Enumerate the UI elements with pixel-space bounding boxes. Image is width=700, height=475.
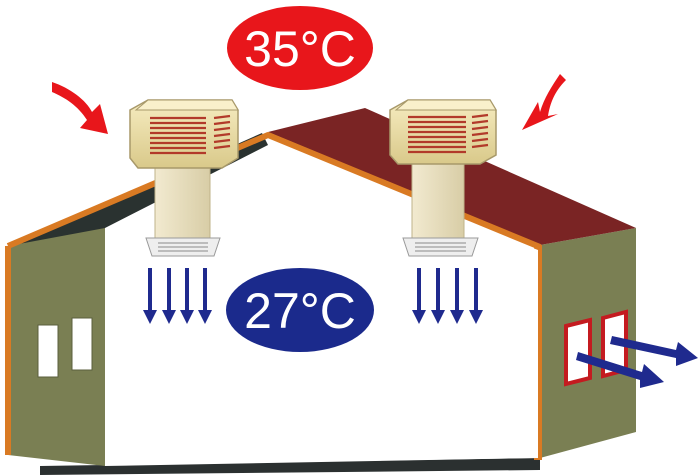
down-arrow-icon: [450, 268, 464, 324]
exhaust-arrow-icon: [610, 336, 698, 366]
exhaust-arrows: [576, 336, 698, 388]
air-cooler-right: [389, 99, 497, 257]
outside-temperature-label: 35°C: [244, 21, 356, 77]
window: [37, 324, 59, 378]
heat-arrow-right: [522, 74, 566, 130]
inside-temperature-label: 27°C: [244, 283, 356, 339]
heat-arrow-left: [52, 82, 108, 134]
floor: [40, 458, 540, 475]
duct: [154, 161, 211, 239]
outside-temperature-badge: 35°C: [227, 6, 373, 90]
duct: [411, 155, 465, 241]
inside-temperature-badge: 27°C: [226, 268, 374, 352]
down-arrow-icon: [198, 268, 212, 324]
down-arrow-icon: [180, 268, 194, 324]
curved-arrow-icon: [522, 74, 566, 130]
cooler-vents: [408, 113, 489, 154]
down-arrow-icon: [412, 268, 426, 324]
curved-arrow-icon: [52, 82, 108, 134]
left-windows: [37, 317, 93, 378]
exhaust-arrow-icon: [576, 352, 664, 388]
airflow-right: [412, 268, 483, 324]
window: [71, 317, 93, 371]
down-arrow-icon: [162, 268, 176, 324]
cooler-vents: [150, 114, 231, 155]
down-arrow-icon: [469, 268, 483, 324]
air-cooler-left: [129, 99, 239, 257]
airflow-left: [143, 268, 212, 324]
down-arrow-icon: [143, 268, 157, 324]
down-arrow-icon: [431, 268, 445, 324]
